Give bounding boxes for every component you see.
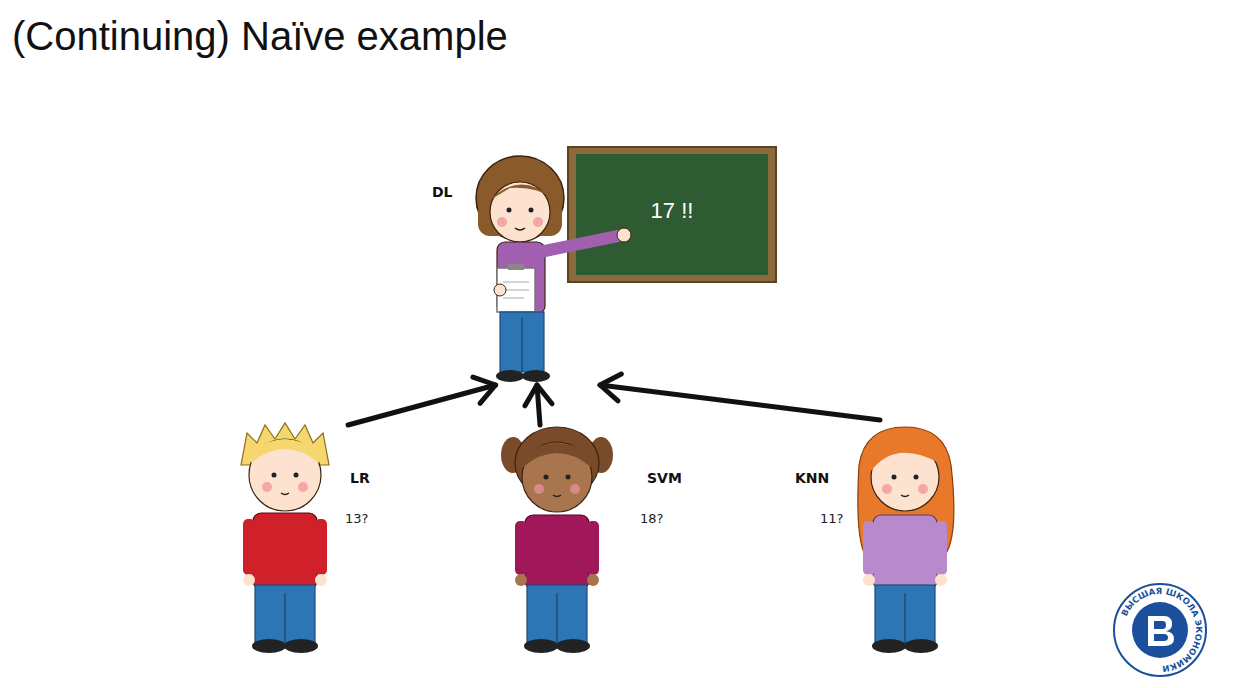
arrow-connector — [600, 374, 880, 420]
svg-text:ВЫСШАЯ ШКОЛА ЭКОНОМИКИ: ВЫСШАЯ ШКОЛА ЭКОНОМИКИ — [1119, 586, 1204, 674]
slide-title: (Continuing) Naïve example — [12, 14, 508, 59]
model-name: SVM — [647, 470, 682, 487]
kid-figure — [858, 427, 954, 653]
arrow-line — [348, 385, 496, 425]
logo-text: ВЫСШАЯ ШКОЛА ЭКОНОМИКИ — [1119, 586, 1204, 674]
figure-group: SVM 18? — [500, 425, 700, 650]
teacher-figure — [476, 156, 631, 382]
arrow-line — [600, 385, 880, 420]
model-name: KNN — [795, 470, 829, 487]
university-logo: ВЫСШАЯ ШКОЛА ЭКОНОМИКИ — [1112, 582, 1208, 678]
arrow-head — [525, 385, 552, 406]
guess-number: 18? — [640, 511, 663, 527]
blackboard-text: 17 !! — [568, 198, 776, 224]
model-name: LR — [350, 470, 370, 487]
guess-number: 13? — [345, 511, 368, 527]
figure-group: KNN 11? — [785, 420, 975, 650]
arrow-connector — [525, 385, 552, 425]
arrow-head — [473, 377, 496, 403]
figure-group: LR 13? — [235, 425, 380, 650]
model-name: DL — [432, 184, 453, 201]
guess-number: 11? — [820, 511, 843, 527]
kid-figure — [501, 427, 613, 653]
kid-figure — [241, 423, 329, 653]
figure-group: DL 17 !! — [420, 140, 780, 385]
arrow-connector — [348, 377, 496, 425]
arrow-head — [600, 374, 621, 401]
